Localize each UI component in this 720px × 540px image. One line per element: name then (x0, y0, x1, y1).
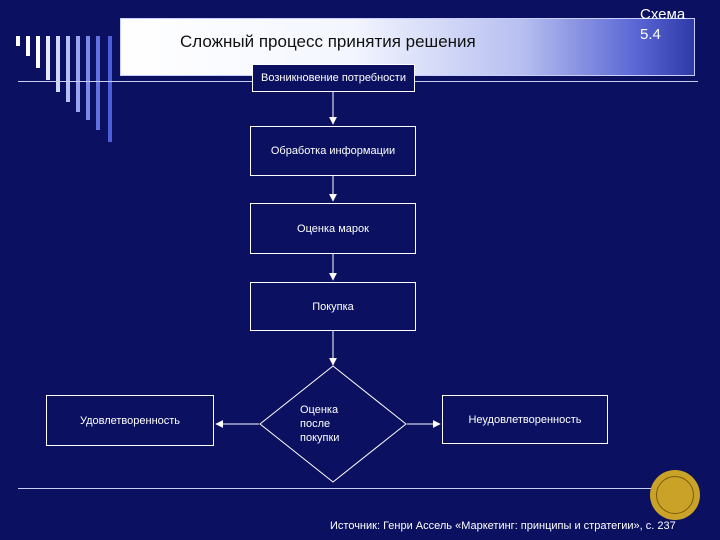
source-note: Источник: Генри Ассель «Маркетинг: принц… (330, 520, 676, 532)
outcome-satisfaction: Удовлетворенность (46, 395, 214, 446)
decor-bar (16, 36, 20, 46)
bottom-divider (18, 488, 698, 489)
post-purchase-label: Оценка после покупки (300, 404, 340, 444)
decor-bar (108, 36, 112, 142)
outcome-dissatisfaction: Неудовлетворенность (442, 395, 608, 444)
decor-bar (46, 36, 50, 80)
decor-bar (36, 36, 40, 68)
step-need: Возникновение потребности (252, 64, 415, 92)
decor-bar (76, 36, 80, 112)
page-title: Сложный процесс принятия решения (180, 32, 476, 51)
scheme-label: Схема 5.4 (640, 6, 686, 43)
step-information: Обработка информации (250, 126, 416, 176)
step-purchase: Покупка (250, 282, 416, 331)
decor-bar (26, 36, 30, 56)
decor-bar (66, 36, 70, 102)
decor-bar (86, 36, 90, 120)
decor-bar (56, 36, 60, 92)
step-brand-evaluation: Оценка марок (250, 203, 416, 254)
post-purchase-diamond (259, 365, 407, 483)
decor-bar (96, 36, 100, 130)
university-seal-icon (650, 470, 700, 520)
